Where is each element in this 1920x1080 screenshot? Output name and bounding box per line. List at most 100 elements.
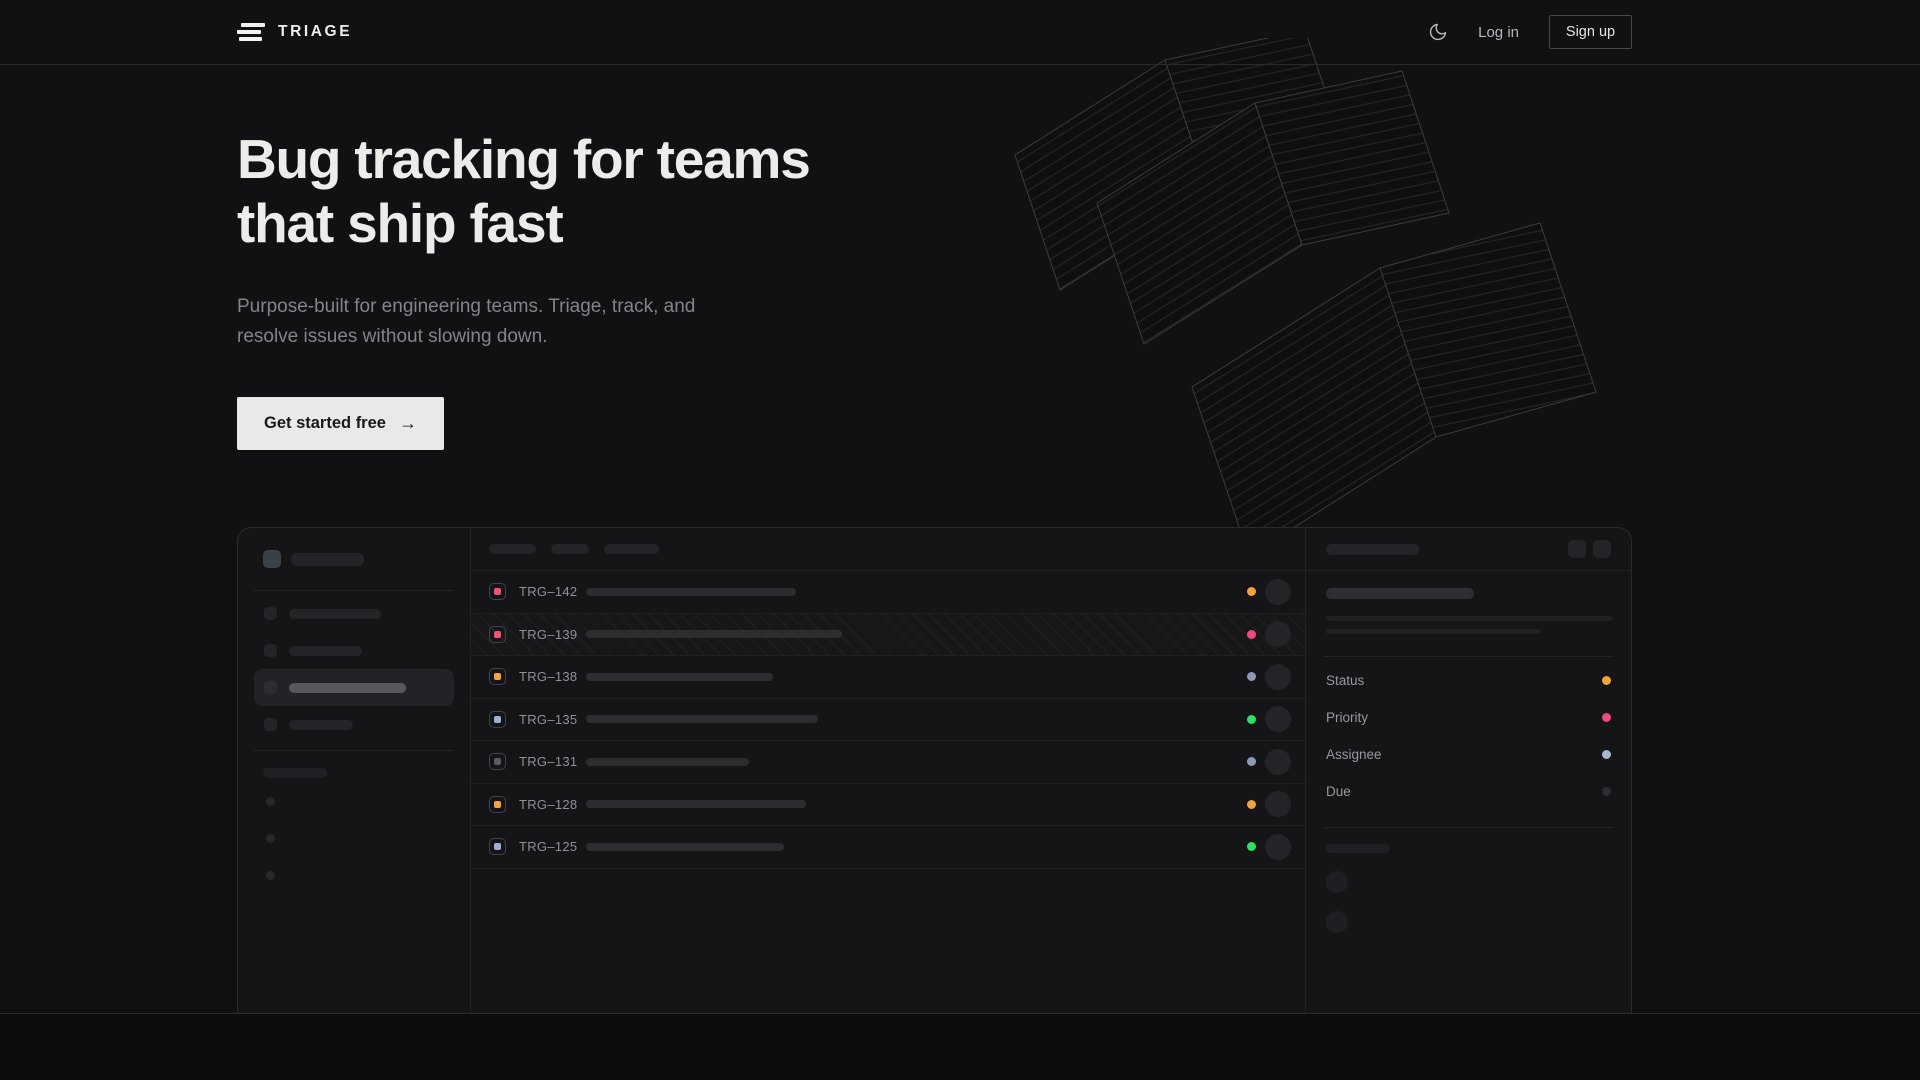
issue-id: TRG–128 bbox=[519, 796, 578, 812]
nav-item-label-skeleton bbox=[289, 719, 353, 730]
issue-status-dot bbox=[1247, 842, 1256, 852]
issue-assignee-avatar bbox=[1265, 706, 1291, 733]
workspace-avatar bbox=[263, 550, 281, 568]
description-line-skeleton bbox=[1326, 629, 1541, 634]
issue-title-skeleton bbox=[1326, 588, 1474, 599]
detail-field-label: Assignee bbox=[1326, 747, 1382, 762]
detail-field: Priority bbox=[1326, 699, 1611, 736]
issue-type-icon bbox=[489, 668, 506, 686]
activity-avatar-skeleton bbox=[1326, 871, 1348, 893]
issue-assignee-avatar bbox=[1265, 578, 1291, 605]
top-nav: TRIAGE Log in Sign up bbox=[0, 0, 1920, 65]
detail-field-label: Priority bbox=[1326, 710, 1369, 725]
issue-status-dot bbox=[1247, 629, 1256, 639]
issue-list: TRG–142 TRG–139 TRG–138 TRG–135 TRG–131 bbox=[471, 571, 1305, 869]
signup-button[interactable]: Sign up bbox=[1549, 15, 1632, 49]
sidebar-dot-skeleton bbox=[266, 834, 275, 843]
detail-field: Status bbox=[1326, 662, 1611, 699]
issue-row: TRG–139 bbox=[471, 613, 1305, 656]
issue-list-column: TRG–142 TRG–139 TRG–138 TRG–135 TRG–131 bbox=[471, 528, 1305, 1013]
nav-item-label-skeleton bbox=[289, 608, 381, 619]
detail-field-label: Due bbox=[1326, 784, 1351, 799]
nav-item-label-skeleton bbox=[289, 682, 406, 693]
issue-assignee-avatar bbox=[1265, 833, 1291, 860]
list-header-skeleton bbox=[471, 528, 1305, 571]
divider bbox=[254, 750, 454, 751]
issue-status-dot bbox=[1247, 799, 1256, 809]
divider bbox=[1324, 827, 1613, 828]
issue-type-icon bbox=[489, 583, 506, 601]
issue-status-dot bbox=[1247, 714, 1256, 724]
panel-title-skeleton bbox=[1326, 543, 1419, 555]
brand-logo: TRIAGE bbox=[237, 23, 352, 41]
theme-toggle-button[interactable] bbox=[1428, 22, 1448, 42]
issue-id: TRG–125 bbox=[519, 839, 578, 855]
detail-field-value-dot bbox=[1602, 750, 1611, 759]
detail-field-value-dot bbox=[1602, 676, 1611, 685]
activity-avatar-skeleton bbox=[1326, 911, 1348, 933]
footer-band bbox=[0, 1013, 1920, 1080]
issue-assignee-avatar bbox=[1265, 621, 1291, 648]
issue-id: TRG–138 bbox=[519, 669, 578, 685]
detail-field-value-dot bbox=[1602, 713, 1611, 722]
wireframe-decoration bbox=[1014, 38, 1597, 557]
issue-type-icon bbox=[489, 625, 506, 643]
panel-action-button-skeleton bbox=[1568, 540, 1586, 558]
issue-row: TRG–128 bbox=[471, 784, 1305, 826]
issue-title-skeleton bbox=[586, 672, 773, 681]
hero-title: Bug tracking for teams that ship fast bbox=[237, 128, 811, 254]
issue-status-dot bbox=[1247, 672, 1256, 682]
issue-id: TRG–135 bbox=[519, 711, 578, 727]
issue-row: TRG–135 bbox=[471, 699, 1305, 741]
detail-field-label: Status bbox=[1326, 673, 1365, 688]
login-button[interactable]: Log in bbox=[1478, 23, 1519, 41]
workspace-name-skeleton bbox=[291, 552, 364, 566]
description-line-skeleton bbox=[1326, 616, 1613, 621]
issue-id: TRG–131 bbox=[519, 754, 578, 770]
section-label-skeleton bbox=[263, 768, 327, 778]
issue-type-icon bbox=[489, 795, 506, 813]
panel-header bbox=[1306, 528, 1631, 571]
issue-title-skeleton bbox=[586, 630, 842, 639]
issue-type-icon bbox=[489, 838, 506, 856]
moon-icon bbox=[1429, 23, 1447, 41]
issue-id: TRG–142 bbox=[519, 584, 578, 600]
sidebar-nav-item-skeleton bbox=[254, 595, 454, 632]
issue-assignee-avatar bbox=[1265, 663, 1291, 690]
detail-field-value-dot bbox=[1602, 787, 1611, 796]
arrow-right-icon: → bbox=[398, 413, 417, 433]
filter-pill-skeleton bbox=[604, 544, 659, 554]
nav-item-icon-skeleton bbox=[264, 681, 277, 694]
brand-name: TRIAGE bbox=[278, 23, 353, 40]
sidebar-nav-item-skeleton bbox=[254, 632, 454, 669]
issue-title-skeleton bbox=[586, 842, 784, 851]
issue-row: TRG–131 bbox=[471, 741, 1305, 784]
issue-assignee-avatar bbox=[1265, 791, 1291, 818]
sidebar-dot-skeleton bbox=[266, 797, 275, 806]
nav-item-icon-skeleton bbox=[264, 718, 277, 731]
divider bbox=[254, 590, 454, 591]
issue-row: TRG–138 bbox=[471, 656, 1305, 699]
detail-field: Assignee bbox=[1326, 736, 1611, 773]
issue-assignee-avatar bbox=[1265, 748, 1291, 775]
hero-subtitle: Purpose-built for engineering teams. Tri… bbox=[237, 296, 696, 347]
app-preview-mockup: TRG–142 TRG–139 TRG–138 TRG–135 TRG–131 bbox=[237, 527, 1632, 1013]
get-started-button[interactable]: Get started free → bbox=[237, 397, 444, 450]
issue-type-icon bbox=[489, 710, 506, 728]
sidebar-dot-skeleton bbox=[266, 871, 275, 880]
sidebar-nav-item-skeleton bbox=[254, 706, 454, 743]
issue-title-skeleton bbox=[586, 587, 796, 596]
triage-logo-icon bbox=[237, 23, 265, 41]
nav-item-icon-skeleton bbox=[264, 607, 277, 620]
filter-pill-skeleton bbox=[551, 544, 589, 554]
issue-status-dot bbox=[1247, 587, 1256, 597]
panel-action-button-skeleton bbox=[1593, 540, 1611, 558]
issue-title-skeleton bbox=[586, 715, 818, 724]
issue-id: TRG–139 bbox=[519, 626, 578, 642]
activity-label-skeleton bbox=[1326, 844, 1390, 853]
issue-title-skeleton bbox=[586, 800, 806, 809]
issue-row: TRG–142 bbox=[471, 571, 1305, 614]
issue-status-dot bbox=[1247, 757, 1256, 767]
nav-item-label-skeleton bbox=[289, 645, 362, 656]
issue-title-skeleton bbox=[586, 757, 749, 766]
